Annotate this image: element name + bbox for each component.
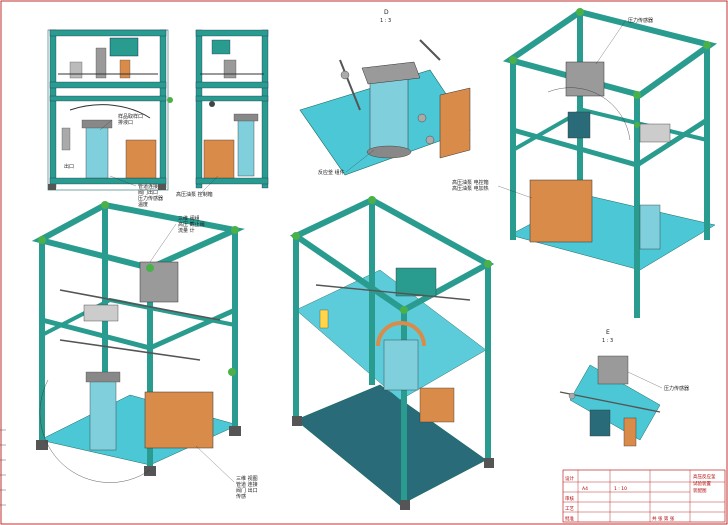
detail-e-scale: 1 : 3: [602, 338, 613, 344]
title-block: [562, 469, 726, 523]
title-row-label-3: 工艺: [565, 506, 574, 512]
callout-bottom-left-3: 阀门 出口: [236, 487, 258, 494]
title-line-2: 试验装置: [693, 480, 711, 487]
front-view: [47, 29, 173, 191]
iso-view-bottom-left: [31, 201, 245, 483]
callout-top-right-label: 压力传感器: [628, 17, 653, 24]
iso-view-middle: [289, 196, 495, 510]
callout-bottom-left-4: 传感: [236, 493, 246, 500]
callout-mid-left-2: 高压 截止阀: [178, 221, 205, 228]
callout-notes-1: 管道连接: [138, 183, 158, 190]
detail-d-scale: 1 : 3: [380, 18, 391, 24]
callout-e-label: 压力传感器: [664, 385, 689, 392]
callout-top-right-box: 高压油泵 电控箱: [452, 179, 489, 186]
title-line-1: 高压反应釜: [693, 473, 716, 480]
title-sheet-count: 共 张 第 张: [652, 515, 675, 522]
title-row-label-4: 批准: [565, 515, 574, 522]
callout-bottom-left-1: 三维 视图: [236, 475, 258, 482]
side-view: [195, 29, 269, 189]
iso-view-top-right: [502, 8, 718, 318]
callout-sample-port: 样品取样口: [118, 113, 143, 120]
callout-notes-4: 温度: [138, 201, 148, 208]
callout-bottom-left-2: 管道 连接: [236, 481, 258, 488]
detail-d-letter: D: [384, 9, 389, 16]
border-ticks: [0, 429, 6, 506]
detail-d-view: [299, 39, 471, 176]
callout-d-vessel: 反应釜 组件: [318, 169, 345, 176]
callout-mid-left-1: 三维 阀组: [178, 215, 200, 222]
callout-notes-3: 压力传感器: [138, 195, 163, 202]
title-line-3: 装配图: [693, 487, 707, 494]
callout-mid-left-3: 流量 计: [178, 227, 195, 234]
title-field-b: 1 : 10: [614, 486, 627, 492]
detail-e-view: [559, 355, 661, 447]
callout-outlet: 出口: [64, 163, 74, 170]
detail-e-letter: E: [606, 329, 610, 336]
callout-d-heater: 高压油泵 电加热: [452, 185, 489, 192]
title-row-label-2: 审核: [565, 495, 574, 502]
callout-drain: 排液口: [118, 119, 133, 126]
title-row-label-1: 设计: [565, 475, 574, 482]
title-field-a: A4: [582, 486, 588, 492]
callout-side-box: 高压油泵 控制箱: [176, 191, 213, 198]
callout-notes-2: 阀门出口: [138, 189, 158, 196]
